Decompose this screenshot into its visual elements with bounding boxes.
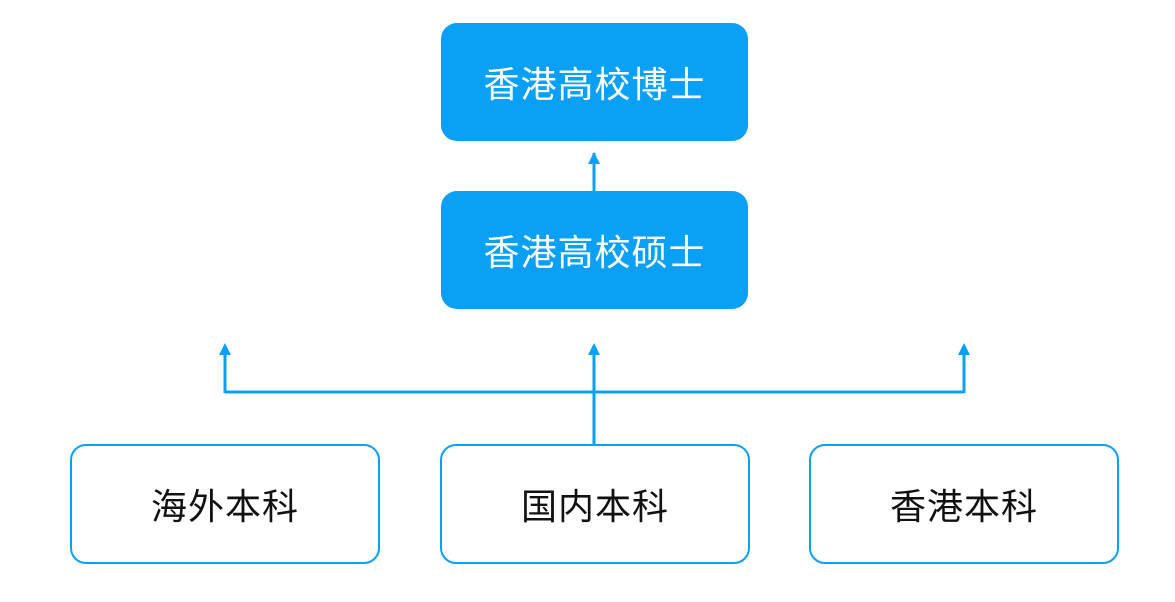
arrowhead-center (588, 343, 600, 355)
node-overseas-undergrad: 海外本科 (70, 444, 380, 564)
node-hk-master: 香港高校硕士 (441, 191, 748, 309)
arrowhead-master-to-phd (588, 152, 600, 164)
node-overseas-undergrad-label: 海外本科 (150, 487, 299, 528)
node-hk-phd-label: 香港高校博士 (483, 65, 706, 106)
arrowhead-right (958, 343, 970, 355)
node-hk-phd: 香港高校博士 (441, 23, 748, 141)
node-hk-undergrad-label: 香港本科 (889, 487, 1038, 528)
node-domestic-undergrad-label: 国内本科 (520, 487, 669, 528)
node-hk-master-label: 香港高校硕士 (483, 233, 706, 274)
node-domestic-undergrad: 国内本科 (440, 444, 750, 564)
node-hk-undergrad: 香港本科 (809, 444, 1119, 564)
arrowhead-left (219, 343, 231, 355)
